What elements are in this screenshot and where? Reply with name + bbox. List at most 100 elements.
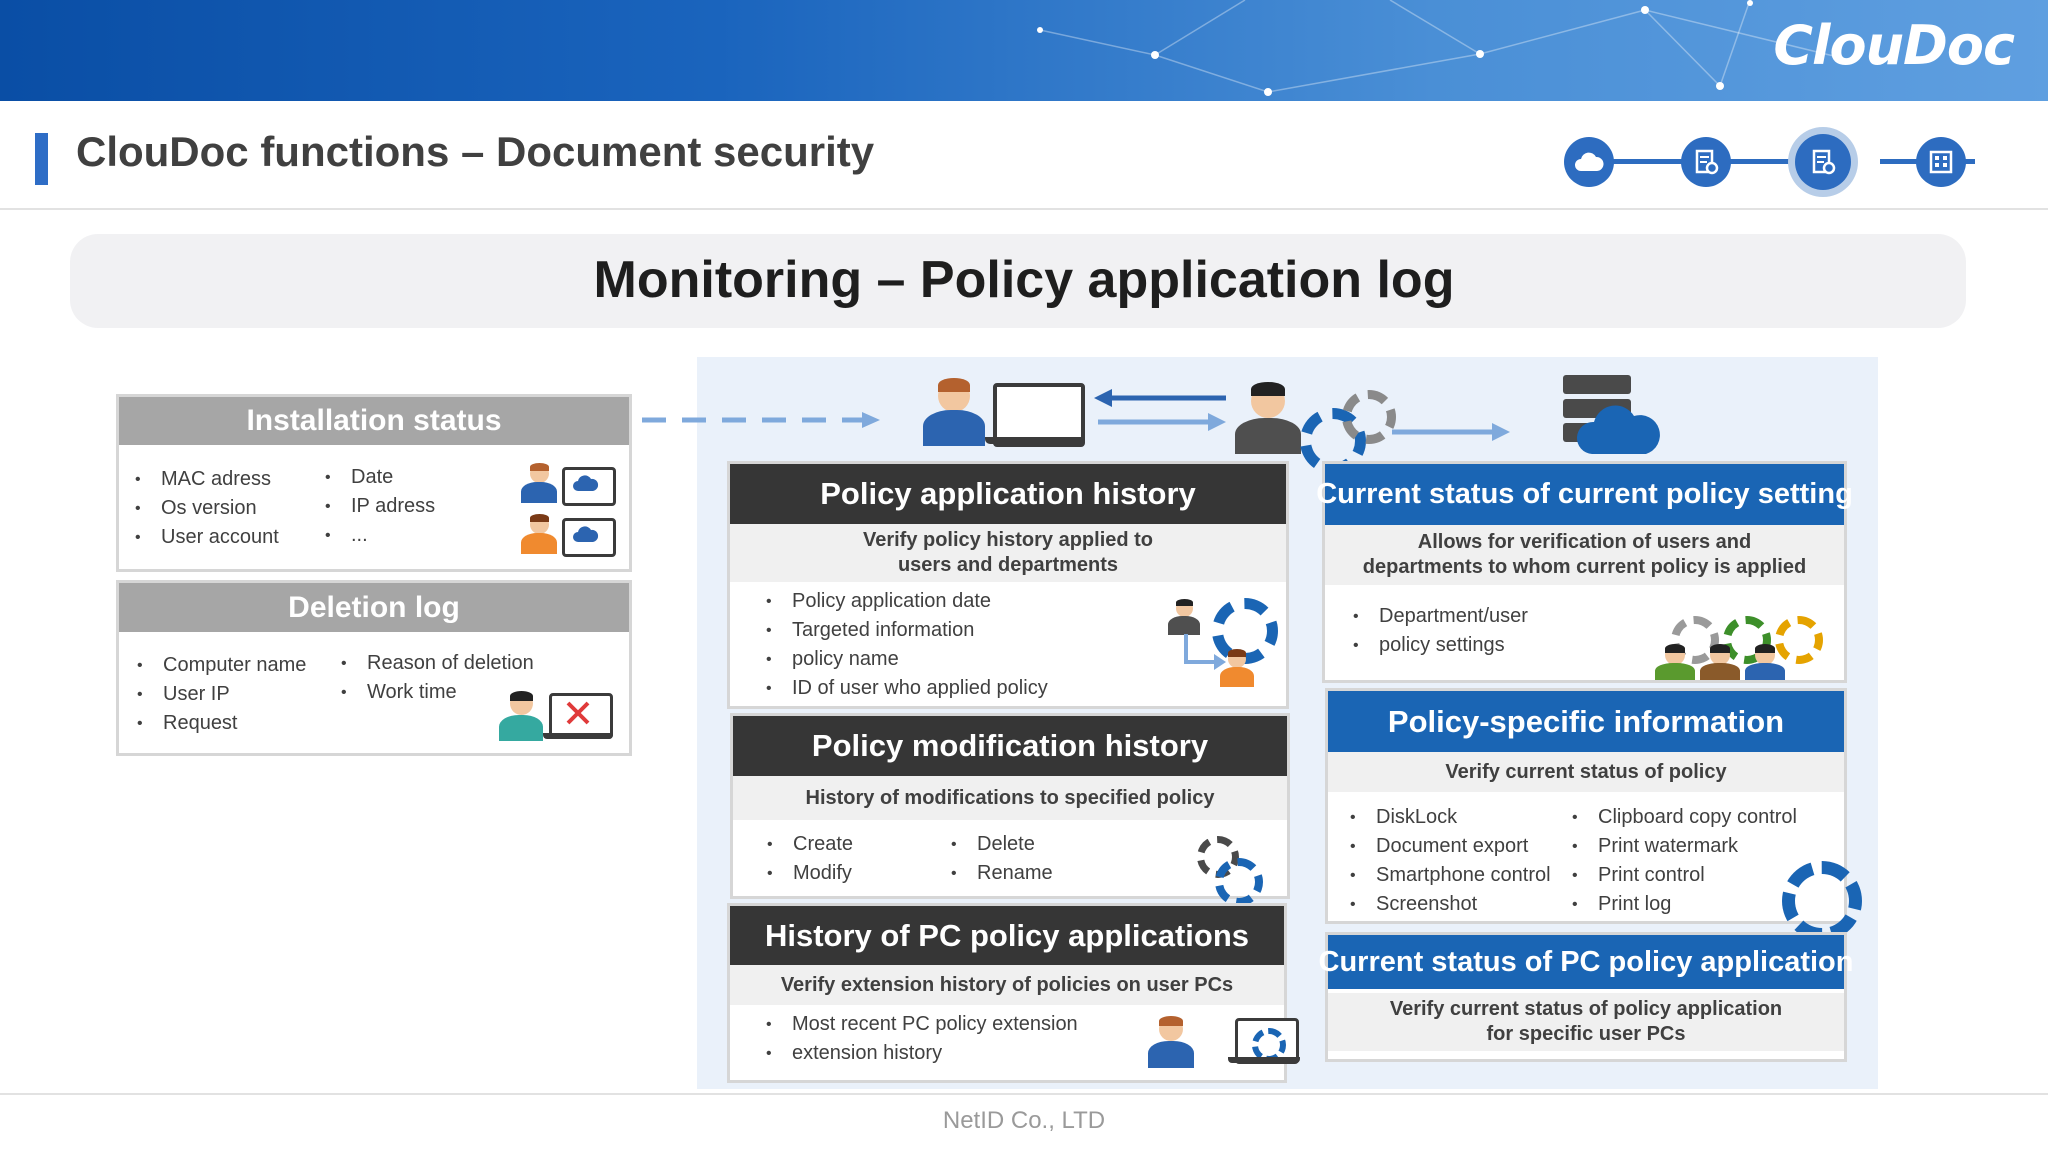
list-item: Os version bbox=[135, 494, 279, 523]
policy-modification-history-box: Policy modification history History of m… bbox=[730, 713, 1290, 906]
user-icon bbox=[521, 463, 557, 503]
assign-arrow bbox=[1184, 634, 1226, 670]
list-item: MAC adress bbox=[135, 465, 279, 494]
list-item: Create bbox=[767, 830, 853, 859]
list-item: Smartphone control bbox=[1350, 861, 1551, 890]
pc-history-fields: Most recent PC policy extension extensio… bbox=[766, 1010, 1078, 1068]
close-icon bbox=[566, 701, 590, 725]
page-title: ClouDoc functions – Document security bbox=[76, 128, 875, 175]
deletion-fields-col2: Reason of deletion Work time bbox=[341, 649, 534, 707]
desc-line: Allows for verification of users and bbox=[1417, 531, 1752, 553]
building-icon bbox=[1929, 150, 1953, 174]
header-divider bbox=[0, 208, 2048, 210]
nav-step-2[interactable] bbox=[1681, 137, 1731, 187]
laptop-icon bbox=[993, 383, 1085, 447]
gear-icon bbox=[1775, 616, 1823, 664]
list-item: Print watermark bbox=[1572, 832, 1797, 861]
policy-application-history-desc: Verify policy history applied to users a… bbox=[730, 524, 1286, 582]
current-policy-status-desc: Allows for verification of users and dep… bbox=[1325, 525, 1844, 585]
policy-mod-fields-col2: Delete Rename bbox=[951, 830, 1053, 888]
list-item: ... bbox=[325, 521, 435, 550]
list-item: Request bbox=[137, 709, 306, 738]
deletion-fields-col1: Computer name User IP Request bbox=[137, 651, 306, 738]
desc-line: for specific user PCs bbox=[1486, 1023, 1686, 1045]
network-pattern bbox=[1037, 0, 1851, 96]
list-item: Policy application date bbox=[766, 587, 1048, 616]
deletion-log-box: Deletion log Computer name User IP Reque… bbox=[116, 580, 632, 756]
list-item: Most recent PC policy extension bbox=[766, 1010, 1078, 1039]
user-icon bbox=[923, 378, 985, 446]
cloud-icon bbox=[573, 475, 599, 491]
laptop-cloud-icon bbox=[562, 467, 616, 506]
policy-specific-info-box: Policy-specific information Verify curre… bbox=[1325, 688, 1862, 941]
policy-specific-col2: Clipboard copy control Print watermark P… bbox=[1572, 803, 1797, 919]
list-item: User IP bbox=[137, 680, 306, 709]
title-accent-bar bbox=[35, 133, 48, 185]
gear-icon bbox=[1782, 861, 1862, 941]
user-icon bbox=[1700, 644, 1740, 680]
list-item: Reason of deletion bbox=[341, 649, 534, 678]
nav-step-4[interactable] bbox=[1916, 137, 1966, 187]
list-item: Computer name bbox=[137, 651, 306, 680]
pc-policy-status-title: Current status of PC policy application bbox=[1319, 935, 1853, 989]
policy-history-fields: Policy application date Targeted informa… bbox=[766, 587, 1048, 703]
pc-policy-history-box: History of PC policy applications Verify… bbox=[727, 903, 1300, 1083]
user-icon bbox=[1745, 644, 1785, 680]
arrow-to-server bbox=[1392, 423, 1510, 441]
laptop-base bbox=[1228, 1057, 1300, 1063]
document-settings-icon bbox=[1812, 149, 1836, 175]
sync-arrows bbox=[1094, 389, 1226, 431]
pc-policy-history-desc: Verify extension history of policies on … bbox=[730, 965, 1284, 1005]
header-banner: ClouDoc bbox=[0, 0, 2048, 101]
nav-step-3-active[interactable] bbox=[1795, 134, 1851, 190]
policy-modification-history-desc: History of modifications to specified po… bbox=[733, 776, 1287, 820]
desc-line: Verify policy history applied to bbox=[862, 529, 1154, 551]
pc-policy-status-box: Current status of PC policy application … bbox=[1319, 932, 1853, 1062]
list-item: Screenshot bbox=[1350, 890, 1551, 919]
cloud-icon bbox=[1575, 152, 1604, 171]
current-status-fields: Department/user policy settings bbox=[1353, 602, 1528, 660]
nav-connector bbox=[1590, 159, 1685, 164]
user-icon bbox=[521, 514, 557, 554]
list-item: User account bbox=[135, 523, 279, 552]
list-item: Department/user bbox=[1353, 602, 1528, 631]
list-item: ID of user who applied policy bbox=[766, 674, 1048, 703]
user-icon bbox=[1220, 649, 1254, 687]
list-item: Work time bbox=[341, 678, 534, 707]
policy-specific-info-desc: Verify current status of policy bbox=[1328, 752, 1844, 792]
policy-application-history-title: Policy application history bbox=[730, 464, 1286, 524]
policy-specific-info-title: Policy-specific information bbox=[1328, 691, 1844, 752]
cloud-icon bbox=[1576, 405, 1660, 454]
gear-icon bbox=[1723, 616, 1771, 664]
user-icon bbox=[1655, 644, 1695, 680]
admin-icon bbox=[1168, 599, 1200, 635]
user-icon bbox=[1148, 1016, 1194, 1068]
laptop-base bbox=[543, 733, 613, 739]
current-policy-status-box: Current status of current policy setting… bbox=[1316, 461, 1853, 683]
laptop-cloud-icon bbox=[562, 518, 616, 557]
pc-policy-history-title: History of PC policy applications bbox=[730, 906, 1284, 965]
desc-line: Verify current status of policy applicat… bbox=[1389, 998, 1783, 1020]
policy-mod-fields-col1: Create Modify bbox=[767, 830, 853, 888]
list-item: policy settings bbox=[1353, 631, 1528, 660]
list-item: Rename bbox=[951, 859, 1053, 888]
gear-icon bbox=[1342, 390, 1396, 444]
admin-icon bbox=[1235, 382, 1301, 454]
list-item: Delete bbox=[951, 830, 1053, 859]
desc-line: departments to whom current policy is ap… bbox=[1362, 556, 1807, 578]
policy-application-history-box: Policy application history Verify policy… bbox=[727, 461, 1289, 709]
laptop-delete-icon bbox=[549, 693, 613, 739]
cloud-icon bbox=[573, 526, 599, 542]
list-item: extension history bbox=[766, 1039, 1078, 1068]
nav-connector bbox=[1730, 159, 1825, 164]
installation-fields-col2: Date IP adress ... bbox=[325, 463, 435, 550]
nav-step-1[interactable] bbox=[1564, 137, 1614, 187]
policy-specific-col1: DiskLock Document export Smartphone cont… bbox=[1350, 803, 1551, 919]
gear-icon bbox=[1215, 858, 1263, 906]
desc-line: users and departments bbox=[897, 554, 1119, 576]
user-icon bbox=[499, 691, 543, 741]
installation-fields-col1: MAC adress Os version User account bbox=[135, 465, 279, 552]
pc-policy-status-desc: Verify current status of policy applicat… bbox=[1328, 993, 1844, 1051]
list-item: Date bbox=[325, 463, 435, 492]
